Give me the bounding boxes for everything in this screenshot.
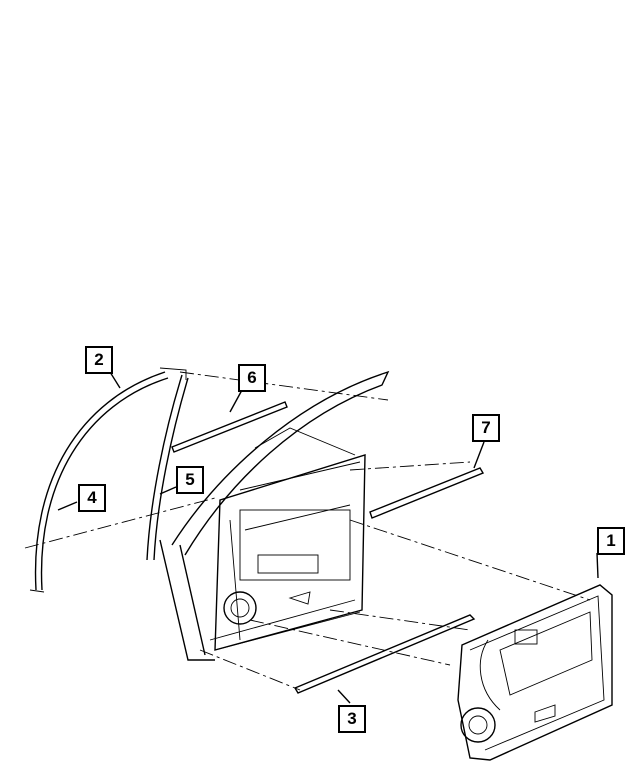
projection-lines (24, 371, 591, 691)
part-7-belt-weatherstrip-outer (369, 467, 485, 519)
callout-7: 7 (472, 414, 500, 442)
part-6-belt-weatherstrip-inner (171, 401, 288, 453)
part-1-door-trim-panel (457, 584, 613, 761)
callout-1: 1 (597, 527, 625, 555)
part-5-glass-run-channel (146, 367, 189, 561)
callout-4: 4 (78, 484, 106, 512)
door-shell (159, 370, 390, 661)
callout-3: 3 (338, 705, 366, 733)
callout-6: 6 (238, 364, 266, 392)
callout-5: 5 (176, 466, 204, 494)
leader-lines (57, 371, 599, 704)
part-2-door-weatherstrip (29, 371, 169, 593)
part-3-sill-seal (293, 614, 476, 694)
callout-2: 2 (85, 346, 113, 374)
